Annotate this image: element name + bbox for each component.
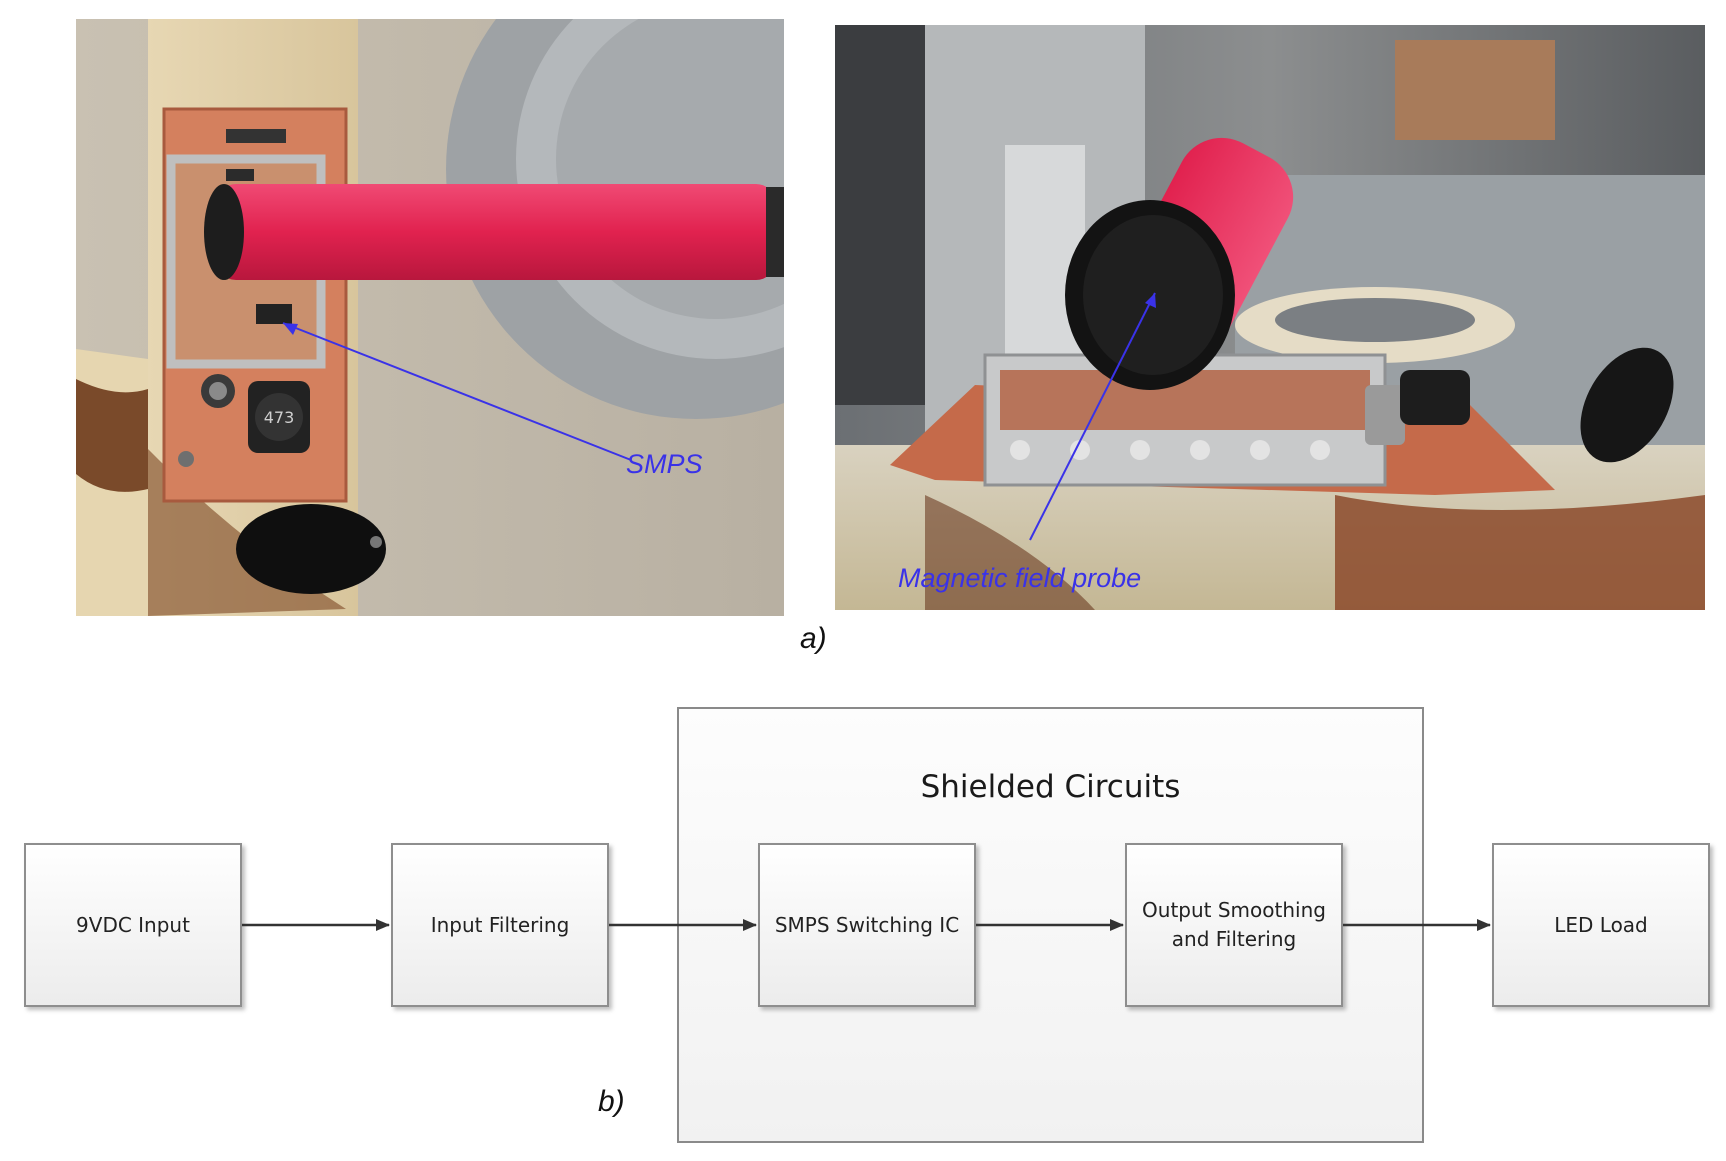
block-label-line2: and Filtering [1171, 927, 1297, 951]
block-9vdc-input: 9VDC Input [24, 843, 242, 1007]
group-title: Shielded Circuits [920, 769, 1181, 805]
block-label: Input Filtering [430, 912, 570, 937]
block-label: SMPS Switching IC [774, 912, 960, 937]
block-label: LED Load [1554, 912, 1648, 937]
panel-label-b: b) [598, 1085, 625, 1118]
block-label: 9VDC Input [76, 912, 190, 937]
block-input-filtering: Input Filtering [391, 843, 609, 1007]
block-output-smoothing: Output Smoothing and Filtering [1125, 843, 1343, 1007]
block-label-line1: Output Smoothing [1142, 898, 1326, 922]
annotation-magnetic-field-probe: Magnetic field probe [898, 563, 1142, 593]
photo-smps-board-top: 473 [76, 19, 784, 616]
inductor-marking: 473 [264, 408, 295, 427]
block-smps-switching-ic: SMPS Switching IC [758, 843, 976, 1007]
annotation-smps: SMPS [626, 449, 703, 479]
photo-probe-side-view [835, 25, 1705, 610]
block-led-load: LED Load [1492, 843, 1710, 1007]
panel-label-a: a) [800, 622, 827, 655]
